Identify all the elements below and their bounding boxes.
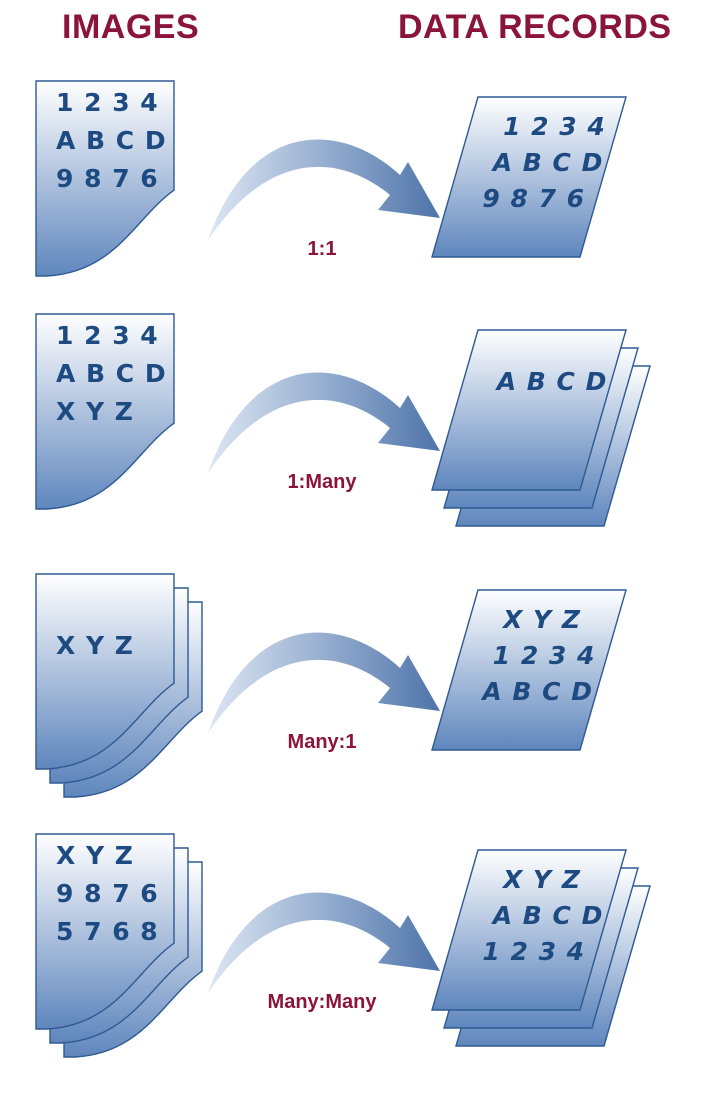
mapping-arrow — [208, 372, 440, 473]
image-text-line: 1 2 3 4 — [56, 321, 159, 350]
data-record-sheet: X Y Z A B C D 1 2 3 4 — [431, 849, 651, 1047]
mapping-arrow — [208, 892, 440, 993]
record-sheet-front — [431, 329, 627, 491]
source-image-document: X Y Z 9 8 7 6 5 7 6 8 — [35, 833, 203, 1058]
image-text-line: 5 7 6 8 — [56, 917, 159, 946]
record-text-line: 1 2 3 4 — [482, 937, 585, 966]
mapping-arrow — [208, 632, 440, 733]
mapping-row: 1 2 3 4 A B C D X Y Z 1:Many A B C D — [35, 313, 651, 527]
curved-arrow — [208, 139, 440, 240]
image-text-line: X Y Z — [56, 841, 134, 870]
mapping-ratio-label: 1:Many — [288, 471, 358, 493]
record-text-line: 1 2 3 4 — [493, 641, 596, 670]
image-page-front — [35, 833, 175, 1030]
record-text-line: X Y Z — [501, 605, 581, 634]
curved-arrow — [208, 372, 440, 473]
image-text-line: 1 2 3 4 — [56, 88, 159, 117]
image-text-line: 9 8 7 6 — [56, 879, 159, 908]
record-text-line: 9 8 7 6 — [482, 184, 585, 213]
record-text-line: 1 2 3 4 — [503, 112, 606, 141]
mapping-ratio-label: Many:1 — [288, 731, 357, 753]
image-page-front — [35, 573, 175, 770]
record-sheet-front — [431, 589, 627, 751]
image-text-line: A B C D — [56, 359, 167, 388]
source-image-document: 1 2 3 4 A B C D X Y Z — [35, 313, 175, 510]
record-text-line: A B C D — [480, 677, 593, 706]
mapping-rows: 1 2 3 4 A B C D 9 8 7 6 1:1 1 2 3 4 A B C D 9 … — [35, 80, 651, 1058]
images-column-header: IMAGES — [62, 8, 200, 46]
data-record-sheet: A B C D — [431, 329, 651, 527]
mapping-row: X Y Z Many:1 X Y Z 1 2 3 4 A B C D — [35, 573, 627, 798]
mapping-row: 1 2 3 4 A B C D 9 8 7 6 1:1 1 2 3 4 A B C D 9 … — [35, 80, 627, 277]
record-text-line: X Y Z — [501, 865, 581, 894]
image-page-front — [35, 313, 175, 510]
mapping-ratio-label: Many:Many — [268, 991, 378, 1013]
data-record-sheet: X Y Z 1 2 3 4 A B C D — [431, 589, 627, 751]
image-page-front — [35, 80, 175, 277]
source-image-document: 1 2 3 4 A B C D 9 8 7 6 — [35, 80, 175, 277]
record-text-line: A B C D — [495, 367, 608, 396]
record-sheet-front — [431, 96, 627, 258]
curved-arrow — [208, 892, 440, 993]
record-sheet-front — [431, 849, 627, 1011]
mapping-row: X Y Z 9 8 7 6 5 7 6 8 Many:Many X Y Z A B C D… — [35, 833, 651, 1058]
image-text-line: X Y Z — [56, 631, 134, 660]
mapping-arrow — [208, 139, 440, 240]
image-text-line: A B C D — [56, 126, 167, 155]
record-text-line: A B C D — [491, 901, 604, 930]
mapping-ratio-label: 1:1 — [308, 238, 337, 260]
data-records-column-header: DATA RECORDS — [398, 8, 672, 46]
data-record-sheet: 1 2 3 4 A B C D 9 8 7 6 — [431, 96, 627, 258]
record-text-line: A B C D — [491, 148, 604, 177]
image-text-line: 9 8 7 6 — [56, 164, 159, 193]
source-image-document: X Y Z — [35, 573, 203, 798]
curved-arrow — [208, 632, 440, 733]
image-text-line: X Y Z — [56, 397, 134, 426]
